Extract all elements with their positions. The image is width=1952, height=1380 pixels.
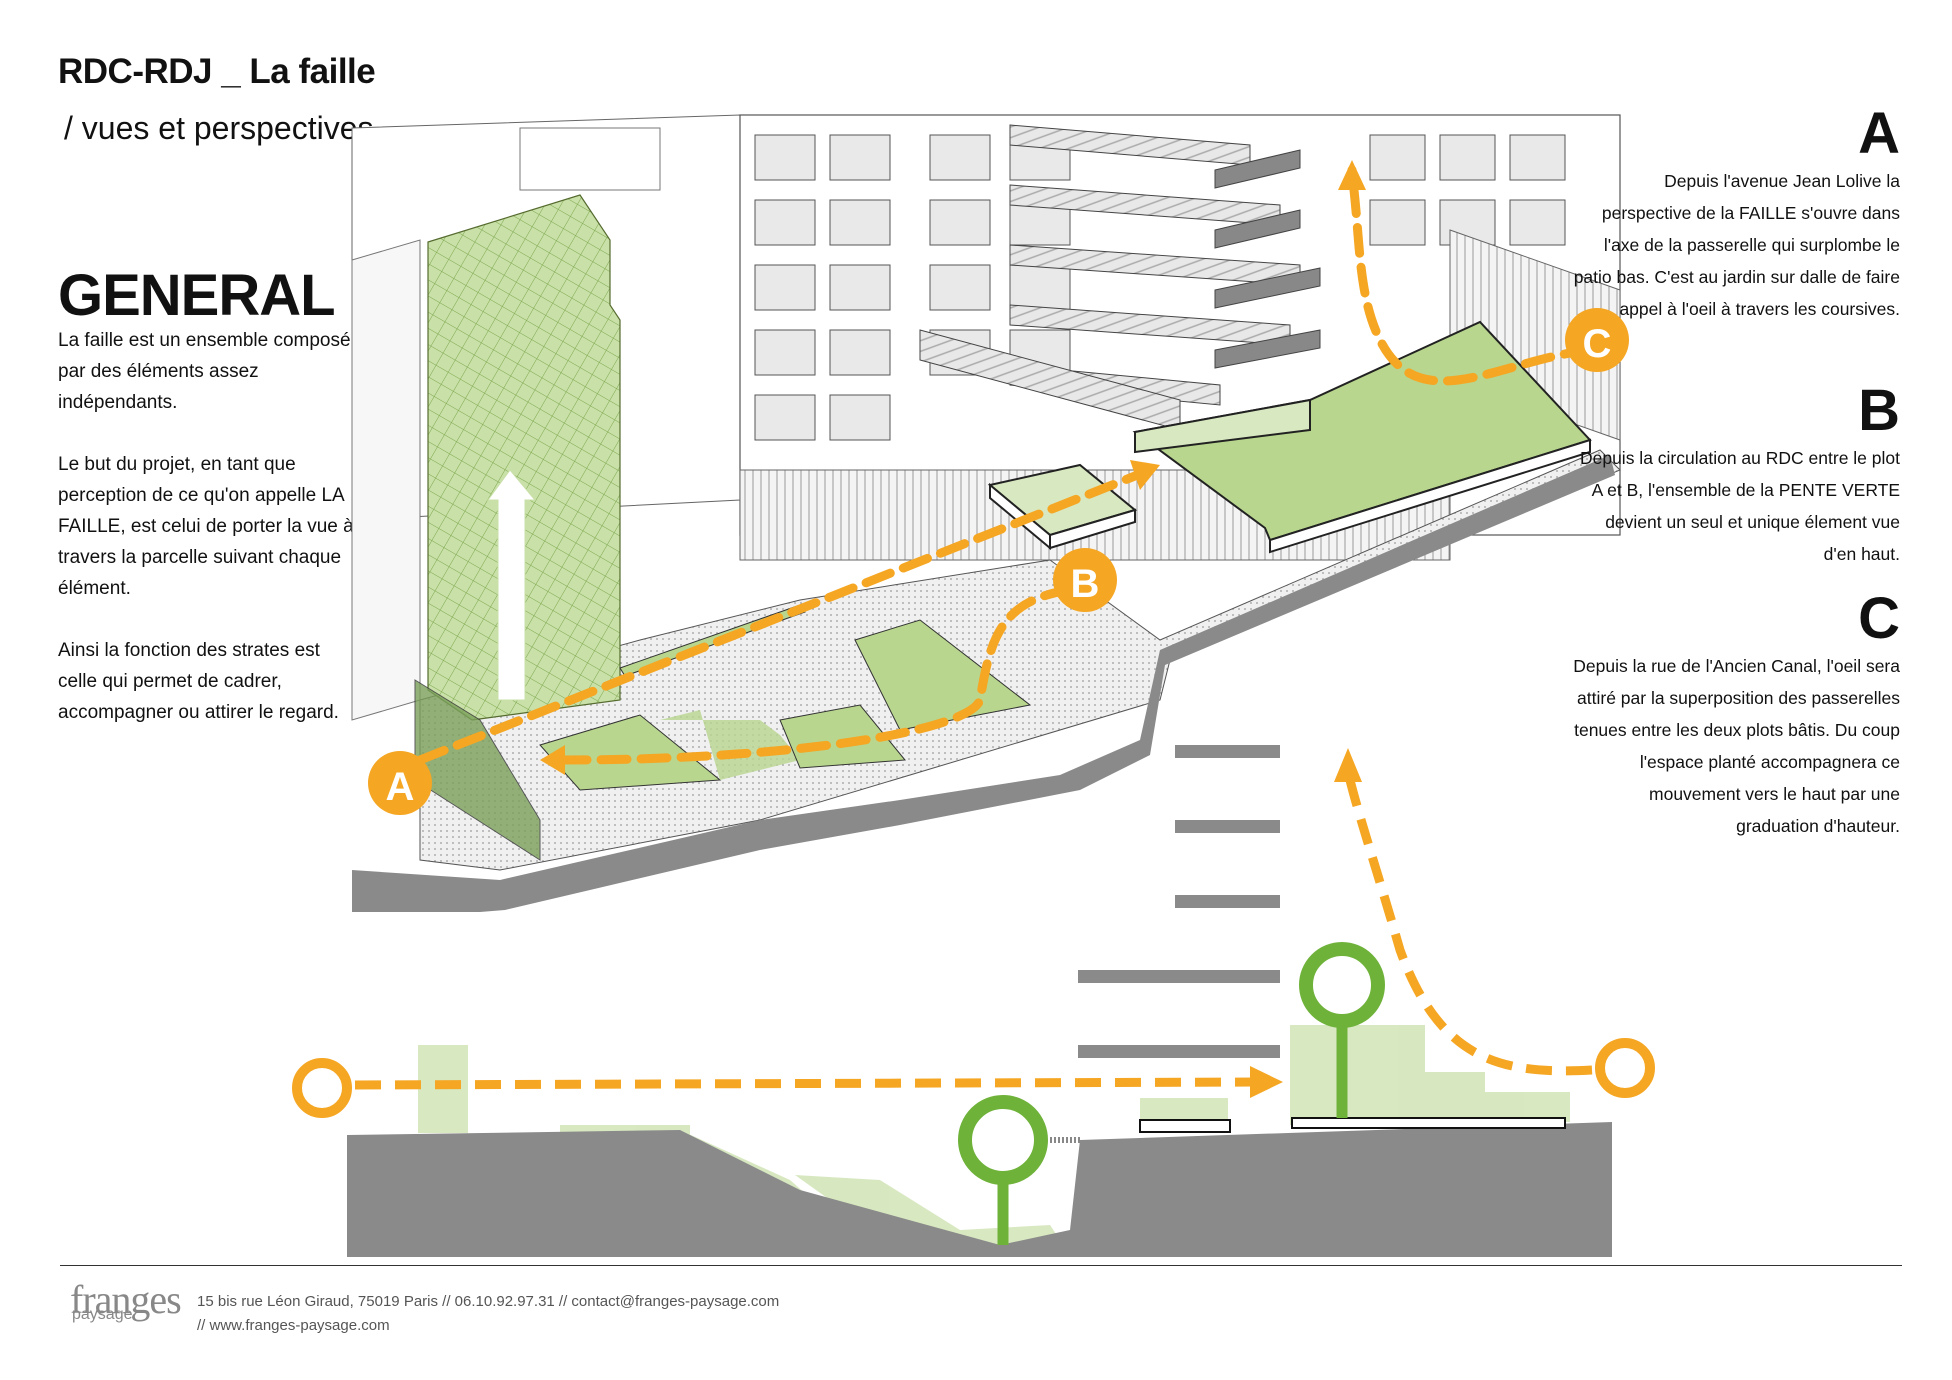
footer-divider xyxy=(60,1265,1902,1266)
marker-c: C xyxy=(1565,308,1629,372)
view-a-block: A Depuis l'avenue Jean Lolive la perspec… xyxy=(1570,105,1900,325)
section-diagram xyxy=(292,745,1655,1257)
view-b-letter: B xyxy=(1858,378,1900,443)
marker-b: B xyxy=(1053,548,1117,612)
marker-b-label: B xyxy=(1071,562,1100,606)
general-paragraph: Le but du projet, en tant que perception… xyxy=(58,454,354,599)
view-paths xyxy=(415,165,1595,765)
view-a-text: Depuis l'avenue Jean Lolive la perspecti… xyxy=(1573,171,1900,319)
view-markers: A B C xyxy=(368,308,1629,815)
footer-website: // www.franges-paysage.com xyxy=(197,1317,390,1334)
marker-a: A xyxy=(368,751,432,815)
view-c-letter: C xyxy=(1858,586,1900,651)
footer-address-block: 15 bis rue Léon Giraud, 75019 Paris // 0… xyxy=(197,1290,779,1338)
general-heading: GENERAL xyxy=(58,263,336,328)
marker-c-label: C xyxy=(1583,322,1612,366)
page-subtitle: / vues et perspectives xyxy=(64,110,374,146)
footer-address: 15 bis rue Léon Giraud, 75019 Paris // 0… xyxy=(197,1293,780,1310)
general-paragraph: Ainsi la fonction des strates est celle … xyxy=(58,640,339,723)
page-title: RDC-RDJ _ La faille xyxy=(58,52,376,91)
view-c-text: Depuis la rue de l'Ancien Canal, l'oeil … xyxy=(1573,656,1900,836)
company-logo: franges xyxy=(70,1277,182,1322)
axonometric-view xyxy=(351,114,1621,912)
company-logo-sub: paysage xyxy=(72,1306,133,1323)
view-b-text: Depuis la circulation au RDC entre le pl… xyxy=(1579,448,1900,564)
general-paragraph: La faille est un ensemble composé par de… xyxy=(58,330,351,413)
view-b-block: B Depuis la circulation au RDC entre le … xyxy=(1570,382,1900,570)
view-c-block: C Depuis la rue de l'Ancien Canal, l'oei… xyxy=(1570,590,1900,842)
marker-a-label: A xyxy=(386,765,415,809)
general-text: La faille est un ensemble composé par de… xyxy=(58,325,358,759)
path-arrowheads xyxy=(540,160,1366,775)
view-a-letter: A xyxy=(1858,101,1900,166)
